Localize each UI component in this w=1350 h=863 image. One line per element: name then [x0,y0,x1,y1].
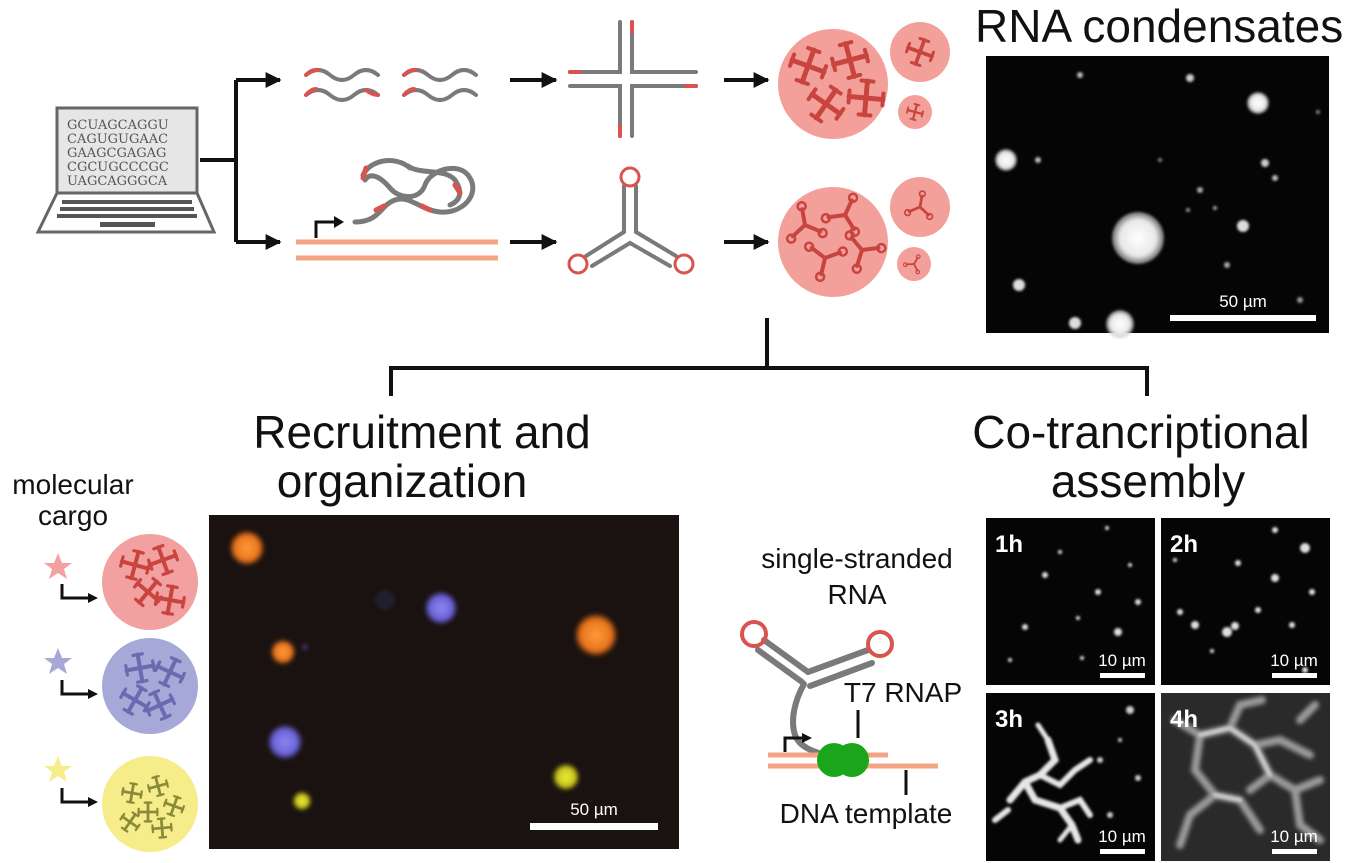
timepoint-panel-3h: 3h 10 µm [986,693,1155,861]
timepoint-label-3h: 3h [995,706,1023,733]
dna-template-diagram [768,710,938,795]
star-icon-blue [44,648,72,674]
laptop-icon [35,106,217,234]
timepoint-panel-2h: 2h 10 µm [1161,518,1330,685]
cargo-blue-row [44,638,198,734]
recruitment-micrograph: 50 µm [209,515,679,849]
tree-connector [389,318,1149,396]
sequence-line-2: CAGUGUGAAC [67,132,168,147]
molecular-cargo-label-line1: molecular [12,469,133,500]
timepoint-label-1h: 1h [995,531,1023,558]
sequence-line-4: CGCUGCCCGC [67,160,169,175]
cargo-yellow-row [44,756,198,852]
scalebar-label-main: 50 µm [1219,292,1267,311]
t7-rnap-label: T7 RNAP [844,677,962,708]
short-rna-strands [304,67,478,102]
recruitment-title-line2: organization [277,455,528,507]
scalebar-label-4h: 10 µm [1270,827,1318,846]
dna-template-label: DNA template [780,798,953,829]
cotrans-title-line1: Co-trancriptional [972,406,1309,458]
keyboard [57,200,197,227]
rna-condensates-micrograph: 50 µm [986,56,1329,338]
timepoint-label-4h: 4h [1170,706,1198,733]
timepoint-label-2h: 2h [1170,531,1198,558]
sequence-line-1: GCUAGCAGGU [67,118,169,133]
ssrna-label-line1: single-stranded [761,543,952,574]
sequence-line-5: UAGCAGGGCA [67,174,168,189]
transcribing-rna [740,620,894,758]
rna-condensates-title: RNA condensates [975,0,1343,52]
recruitment-title-line1: Recruitment and [253,406,591,458]
workflow-branches [200,72,770,250]
scalebar-label-3h: 10 µm [1098,827,1146,846]
x-condensates [778,22,950,139]
transcription-template [296,158,498,261]
molecular-cargo-label-line2: cargo [38,500,108,531]
ssrna-label-line2: RNA [827,579,886,610]
scalebar-label-recruit: 50 µm [570,800,618,819]
star-icon-red [44,553,72,579]
sequence-line-3: GAAGCGAGAG [67,146,166,161]
scalebar-label-1h: 10 µm [1098,651,1146,670]
timepoint-panel-4h: 4h 10 µm [1161,693,1330,861]
star-icon-yellow [44,756,72,782]
three-way-junction [567,166,695,275]
y-condensates [778,177,950,297]
cotrans-title-line2: assembly [1051,455,1245,507]
cargo-red-row [44,534,198,630]
timepoint-panel-1h: 1h 10 µm [986,518,1155,685]
four-way-junction [568,20,698,138]
polymerase-icon [817,743,869,777]
scalebar-label-2h: 10 µm [1270,651,1318,670]
